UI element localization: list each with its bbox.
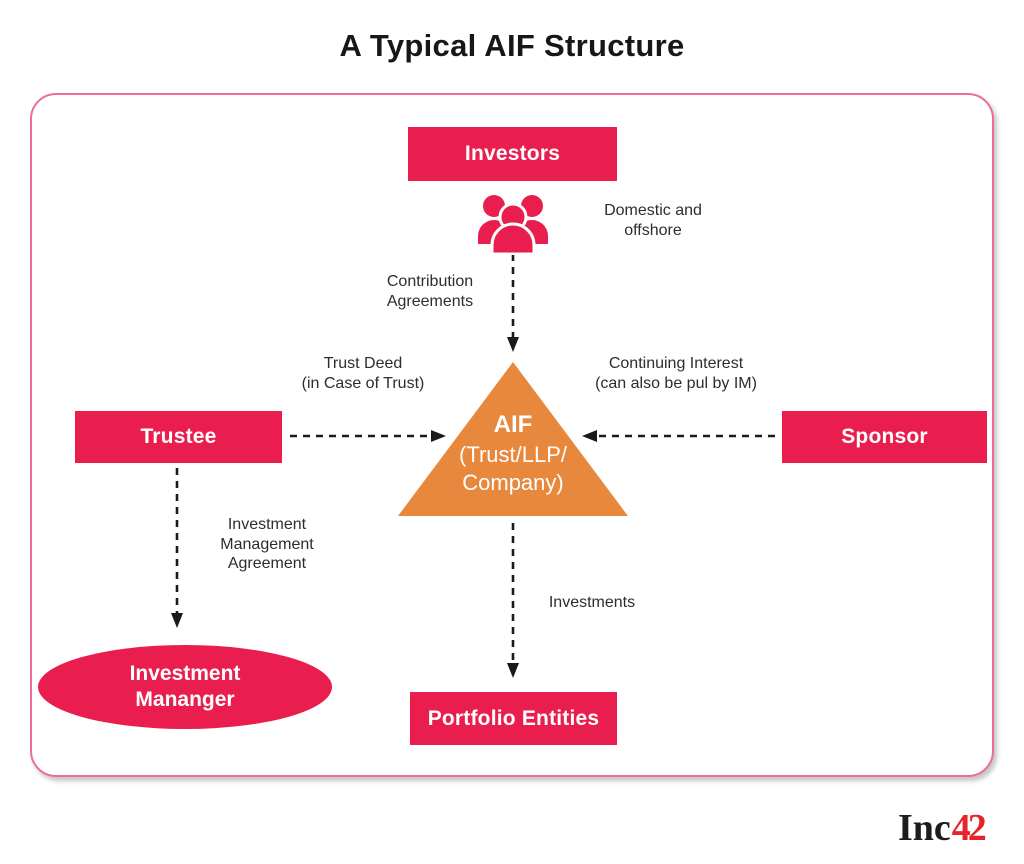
trustee-label: Trustee (140, 425, 217, 448)
label-contribution-agreements: Contribution Agreements (360, 272, 500, 311)
label-domestic-offshore: Domestic and offshore (588, 201, 718, 240)
label-investments: Investments (532, 593, 652, 613)
investors-box: Investors (408, 127, 617, 181)
label-trust-deed-line1: Trust Deed (323, 355, 403, 372)
inc42-logo-inc: Inc (898, 807, 951, 849)
inc42-logo: Inc42 (898, 806, 987, 850)
portfolio-entities-label: Portfolio Entities (427, 706, 600, 730)
sponsor-label: Sponsor (841, 425, 928, 448)
label-contribution-line2: Agreements (386, 292, 474, 310)
label-continuing-line2: (can also be pul by IM) (595, 374, 757, 392)
label-ima-line1: Investment (227, 516, 307, 533)
page-title: A Typical AIF Structure (339, 28, 685, 63)
sponsor-box: Sponsor (782, 411, 987, 463)
aif-triangle-text: AIF (Trust/LLP/ Company) (398, 410, 628, 497)
label-investments-text: Investments (548, 594, 636, 611)
label-contribution-line1: Contribution (386, 273, 474, 290)
investment-manager-line1: Investment (129, 661, 241, 685)
label-investment-management-agreement: Investment Management Agreement (202, 515, 332, 574)
investment-manager-line2: Mananger (135, 688, 235, 711)
inc42-logo-42: 42 (951, 807, 987, 849)
label-continuing-line1: Continuing Interest (608, 355, 744, 372)
aif-label-line3: Company) (462, 469, 564, 495)
label-domestic-line1: Domestic and (604, 202, 702, 219)
label-domestic-line2: offshore (624, 221, 682, 239)
label-trust-deed: Trust Deed (in Case of Trust) (263, 354, 463, 393)
label-ima-line3: Agreement (227, 555, 307, 573)
trustee-box: Trustee (75, 411, 282, 463)
investment-manager-ellipse: Investment Mananger (38, 645, 332, 729)
users-group-icon-svg (478, 195, 548, 256)
investors-label: Investors (464, 142, 561, 165)
aif-label-line2: (Trust/LLP/ (459, 441, 567, 467)
portfolio-entities-box: Portfolio Entities (410, 692, 617, 745)
label-continuing-interest: Continuing Interest (can also be pul by … (565, 354, 787, 393)
aif-label-line1: AIF (493, 411, 533, 438)
label-ima-line2: Management (220, 535, 314, 553)
users-group-icon (477, 193, 549, 256)
label-trust-deed-line2: (in Case of Trust) (301, 374, 425, 392)
